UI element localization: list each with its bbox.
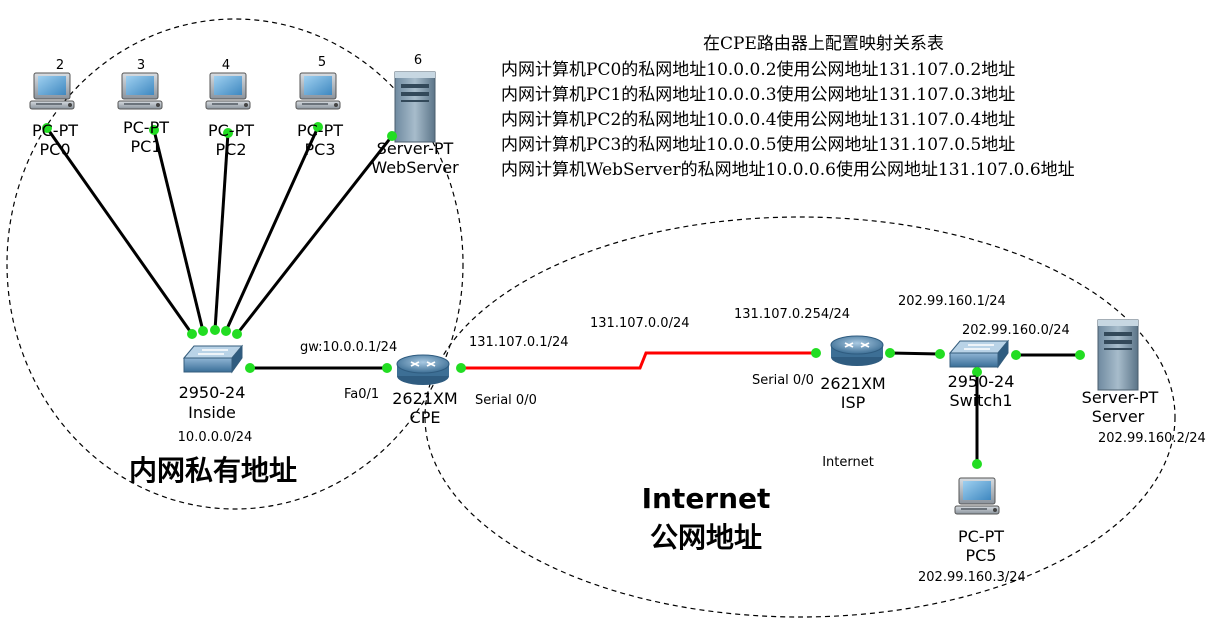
pc0-type: PC-PT: [32, 121, 78, 140]
wan-network: 131.107.0.0/24: [590, 316, 690, 331]
pc3-name: PC3: [305, 140, 336, 159]
inside-name: Inside: [188, 403, 236, 422]
pc2-name: PC2: [216, 140, 247, 159]
lan-network: 202.99.160.0/24: [962, 323, 1070, 338]
device-webserver[interactable]: [394, 71, 436, 143]
pc1-name: PC1: [131, 137, 162, 156]
link-pc0-inside[interactable]: [45, 127, 194, 335]
device-switch1[interactable]: [949, 340, 1009, 368]
pc2-number: 4: [222, 58, 230, 73]
pc5-ip: 202.99.160.3/24: [918, 570, 1026, 585]
link-cpe-isp-serial[interactable]: [461, 351, 816, 370]
mapping-title: 在CPE路由器上配置映射关系表: [703, 34, 944, 54]
device-pc2[interactable]: [205, 72, 251, 110]
port-status-dots: [42, 122, 1085, 469]
isp-serial-port: Serial 0/0: [752, 373, 814, 388]
webserver-number: 6: [414, 53, 422, 68]
cpe-name: CPE: [410, 408, 441, 427]
internet-cloud-label: Internet: [822, 455, 874, 470]
device-inside-switch[interactable]: [183, 345, 243, 373]
pc3-type: PC-PT: [297, 121, 343, 140]
cpe-type: 2621XM: [392, 389, 457, 408]
isp-name: ISP: [841, 393, 866, 412]
private-zone-label: 内网私有地址: [129, 454, 297, 487]
webserver-name: WebServer: [371, 158, 459, 177]
device-pc0[interactable]: [29, 72, 75, 110]
server-ip: 202.99.160.2/24: [1098, 431, 1206, 446]
device-pc5[interactable]: [954, 477, 1000, 515]
isp-wan-ip: 131.107.0.254/24: [734, 307, 850, 322]
pc2-type: PC-PT: [208, 121, 254, 140]
switch1-name: Switch1: [949, 391, 1012, 410]
mapping-line-1: 内网计算机PC0的私网地址10.0.0.2使用公网地址131.107.0.2地址: [501, 59, 1015, 80]
link-pc1-inside[interactable]: [152, 129, 205, 332]
link-webserver-inside[interactable]: [235, 135, 394, 335]
internet-zone-boundary: [424, 216, 1176, 618]
gateway-label: gw:10.0.0.1/24: [300, 340, 397, 355]
device-cpe-router[interactable]: [396, 354, 450, 386]
public-zone-label: 公网地址: [650, 521, 762, 554]
private-zone-boundary: [6, 18, 464, 510]
pc1-number: 3: [137, 58, 145, 73]
inside-type: 2950-24: [179, 383, 246, 402]
pc5-name: PC5: [966, 546, 997, 565]
device-pc1[interactable]: [117, 72, 163, 110]
isp-lan-ip: 202.99.160.1/24: [898, 294, 1006, 309]
isp-type: 2621XM: [820, 374, 885, 393]
cpe-wan-ip: 131.107.0.1/24: [469, 335, 569, 350]
pc1-type: PC-PT: [123, 118, 169, 137]
links: [45, 126, 1080, 462]
cpe-fa-port: Fa0/1: [344, 387, 379, 402]
switch1-type: 2950-24: [948, 372, 1015, 391]
internet-zone-title: Internet: [642, 482, 771, 515]
pc3-number: 5: [318, 55, 326, 70]
pc0-name: PC0: [40, 140, 71, 159]
device-server[interactable]: [1097, 319, 1139, 391]
mapping-line-4: 内网计算机PC3的私网地址10.0.0.5使用公网地址131.107.0.5地址: [501, 134, 1015, 155]
webserver-type: Server-PT: [377, 139, 454, 158]
link-isp-switch1[interactable]: [889, 351, 941, 356]
pc0-number: 2: [56, 58, 64, 73]
device-isp-router[interactable]: [830, 335, 884, 367]
mapping-line-3: 内网计算机PC2的私网地址10.0.0.4使用公网地址131.107.0.4地址: [501, 109, 1015, 130]
cpe-serial-port: Serial 0/0: [475, 393, 537, 408]
mapping-line-5: 内网计算机WebServer的私网地址10.0.0.6使用公网地址131.107…: [501, 159, 1075, 180]
server-name: Server: [1092, 407, 1145, 426]
link-pc3-inside[interactable]: [224, 126, 320, 332]
server-type: Server-PT: [1082, 388, 1159, 407]
pc5-type: PC-PT: [958, 527, 1004, 546]
link-pc2-inside[interactable]: [213, 132, 230, 331]
device-pc3[interactable]: [295, 72, 341, 110]
inside-network: 10.0.0.0/24: [178, 430, 253, 445]
mapping-line-2: 内网计算机PC1的私网地址10.0.0.3使用公网地址131.107.0.3地址: [501, 84, 1015, 105]
